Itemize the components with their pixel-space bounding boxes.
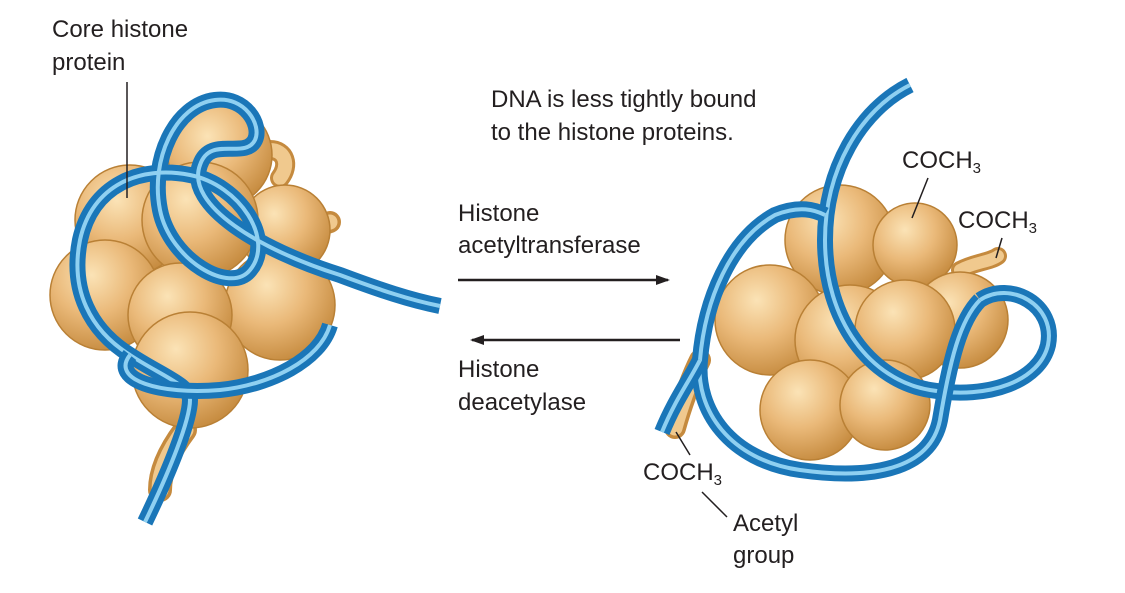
coch3-label: COCH3 (643, 458, 722, 488)
core-histone-label-line1: Core histone (52, 16, 189, 43)
core-histone-label-line2: protein (52, 49, 126, 76)
hdac-label-line1: Histone (458, 356, 540, 383)
histone-tail (260, 140, 296, 188)
acetyl-leader-line (701, 491, 728, 518)
acetyl-group-label-line2: group (733, 542, 795, 569)
coch3-base: COCH (902, 147, 973, 174)
coch3-subscript: 3 (972, 160, 982, 177)
coch3-leader-line (911, 177, 929, 219)
histone-tail (951, 247, 1007, 279)
dna-strand (69, 91, 442, 526)
coch3-base: COCH (958, 207, 1029, 234)
dna-note-line1: DNA is less tightly bound (491, 86, 757, 113)
hdac-label-line2: deacetylase (458, 389, 587, 416)
relaxed-nucleosome (654, 77, 1057, 518)
coch3-base: COCH (643, 459, 714, 486)
coch3-subscript: 3 (1028, 220, 1038, 237)
coch3-leader-line (675, 431, 691, 456)
coch3-subscript: 3 (713, 472, 723, 489)
dna-note-line2: to the histone proteins. (491, 119, 734, 146)
condensed-nucleosome (49, 82, 442, 526)
acetyl-group-label-line1: Acetyl (733, 510, 799, 537)
hat-label-line1: Histone (458, 200, 540, 227)
coch3-leader-line (995, 237, 1003, 259)
coch3-label: COCH3 (902, 146, 981, 176)
hat-label-line2: acetyltransferase (458, 232, 641, 259)
dna-strand (654, 77, 1057, 482)
coch3-label: COCH3 (958, 206, 1037, 236)
